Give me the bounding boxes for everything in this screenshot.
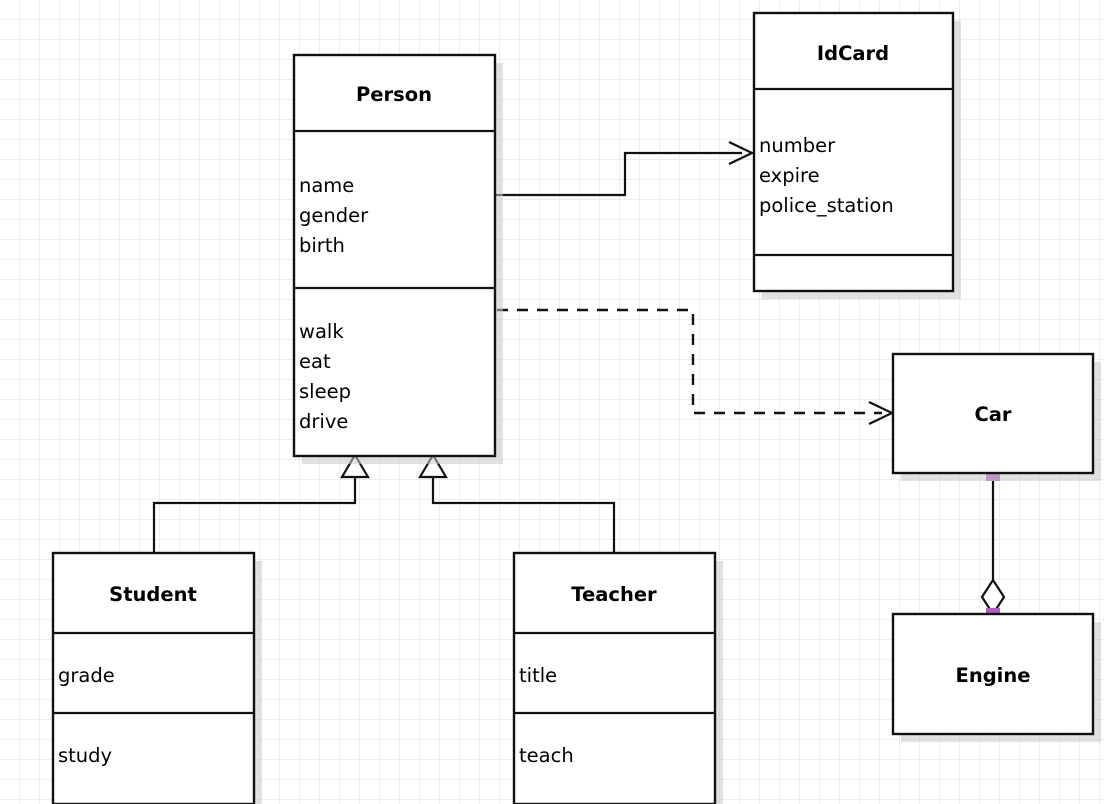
class-method: eat [299,350,331,373]
open-arrow-icon [728,141,755,165]
class-attribute: expire [759,164,820,187]
edge-person-car[interactable] [497,308,895,425]
class-box-student[interactable]: Student grade study [51,551,262,804]
class-attribute: number [759,134,836,157]
class-box-teacher[interactable]: Teacher title teach [512,551,723,804]
class-title: Teacher [571,583,657,606]
box-body[interactable] [752,11,955,293]
class-attribute: grade [58,664,115,687]
class-title: Engine [956,664,1031,687]
edge-person-idcard[interactable] [495,141,755,197]
hollow-triangle-icon [340,452,370,479]
class-attribute: name [299,174,354,197]
edge-teacher-person[interactable] [418,452,616,553]
class-title: Car [974,403,1011,426]
dependency-line [497,308,882,415]
class-title: IdCard [817,42,889,65]
box-body[interactable] [891,352,1095,475]
box-body[interactable] [51,551,256,804]
box-body[interactable] [512,551,717,804]
class-method: sleep [299,380,351,403]
generalization-line [152,472,357,553]
box-body[interactable] [891,612,1095,736]
class-attribute: birth [299,234,345,257]
generalization-line [431,472,616,553]
class-title: Person [356,83,432,106]
edge-car-engine[interactable] [980,467,1006,622]
edge-student-person[interactable] [152,452,370,553]
class-method: teach [519,744,574,767]
association-line [495,151,742,197]
class-method: study [58,744,112,767]
class-method: walk [299,320,344,343]
class-attribute: police_station [759,194,894,217]
hollow-triangle-icon [418,452,448,479]
class-box-car[interactable]: Car [891,352,1101,481]
class-box-engine[interactable]: Engine [891,612,1101,742]
class-attribute: gender [299,204,369,227]
class-method: drive [299,410,348,433]
class-box-person[interactable]: Person name gender birth walk eat sleep … [292,53,503,464]
box-body[interactable] [292,53,497,458]
class-title: Student [109,583,197,606]
class-box-idcard[interactable]: IdCard number expire police_station [752,11,961,299]
class-attribute: title [519,664,557,687]
